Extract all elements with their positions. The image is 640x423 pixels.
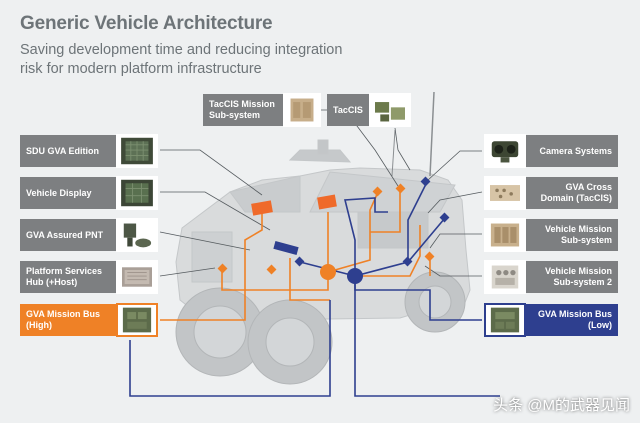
label-platform-services-hub: Platform Services Hub (+Host): [20, 261, 116, 293]
gva-mission-bus-low-image: [484, 303, 526, 337]
label-sdu-gva-edition: SDU GVA Edition: [20, 135, 116, 167]
taccis-image: [369, 93, 411, 127]
label-gva-mission-bus-high: GVA Mission Bus (High): [20, 304, 116, 336]
camera-systems-image: [484, 134, 526, 168]
label-vehicle-mission-subsystem-2: Vehicle Mission Sub-system 2: [526, 261, 618, 293]
label-camera-systems: Camera Systems: [526, 135, 618, 167]
platform-services-hub-image: [116, 260, 158, 294]
antenna-icon: [429, 91, 435, 177]
antenna-icon: [391, 129, 396, 177]
diagram-subtitle: Saving development time and reducing int…: [20, 42, 343, 77]
vehicle-mission-subsystem-2-image: [484, 260, 526, 294]
sdu-gva-edition-image: [116, 134, 158, 168]
high-bus-hub-node: [320, 264, 336, 280]
vehicle-display-image: [116, 176, 158, 210]
low-bus-hub-node: [347, 268, 363, 284]
label-gva-mission-bus-low: GVA Mission Bus (Low): [526, 304, 618, 336]
high-bus-lines: [160, 190, 431, 321]
label-gva-assured-pnt: GVA Assured PNT: [20, 219, 116, 251]
diagram-title: Generic Vehicle Architecture: [20, 13, 273, 34]
label-gva-cross-domain: GVA Cross Domain (TacCIS): [526, 177, 618, 209]
bus-connector-diamonds: [217, 176, 450, 275]
label-vehicle-mission-subsystem: Vehicle Mission Sub-system: [526, 219, 618, 251]
label-taccis: TacCIS: [327, 94, 369, 126]
gva-cross-domain-image: [484, 176, 526, 210]
watermark-text: 头条 @M的武器见闻: [493, 397, 630, 414]
gva-assured-pnt-image: [116, 218, 158, 252]
taccis-mission-subsystem-image: [283, 93, 321, 127]
label-taccis-mission-subsystem: TacCIS Mission Sub-system: [203, 94, 283, 126]
vehicle-mission-subsystem-image: [484, 218, 526, 252]
gva-mission-bus-high-image: [116, 303, 158, 337]
label-vehicle-display: Vehicle Display: [20, 177, 116, 209]
armored-vehicle-silhouette: [175, 139, 471, 385]
mounted-units: [251, 194, 337, 255]
